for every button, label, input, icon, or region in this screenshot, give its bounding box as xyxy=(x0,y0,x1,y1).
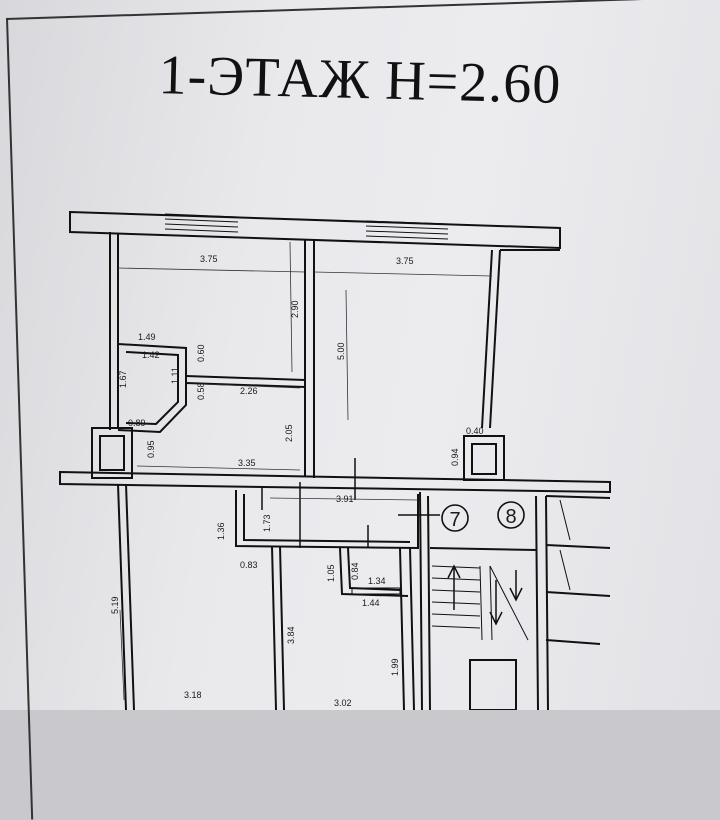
partition-top-middle xyxy=(304,240,315,478)
dim-label: 1.44 xyxy=(362,598,380,608)
dim-label: 3.84 xyxy=(286,626,296,644)
stair-lower-box xyxy=(469,659,517,710)
right-room-wall xyxy=(481,249,501,429)
dim-label: 1.42 xyxy=(142,350,160,360)
walls xyxy=(59,210,611,710)
window-right xyxy=(365,220,449,240)
dim-label: 3.91 xyxy=(336,494,354,504)
dim-label: 3.18 xyxy=(184,690,202,700)
marker-8-circle xyxy=(497,501,525,529)
dim-label: 3.35 xyxy=(238,458,256,468)
top-exterior-wall xyxy=(69,210,561,250)
lower-right-wall xyxy=(399,547,415,710)
dim-label: 0.58 xyxy=(196,382,206,400)
marker-8: 8 xyxy=(497,501,525,529)
lower-partition xyxy=(271,545,285,710)
dim-label: 1.05 xyxy=(326,564,336,582)
dim-label: 1.99 xyxy=(390,658,400,676)
dim-label: 0.89 xyxy=(128,418,146,428)
dim-label: 0.94 xyxy=(450,448,460,466)
dim-label: 5.00 xyxy=(336,342,346,360)
marker-7-circle xyxy=(441,504,469,532)
bathroom-walls xyxy=(117,343,187,434)
dimension-lines xyxy=(117,241,493,701)
dim-label: 1.67 xyxy=(118,370,128,388)
dim-label: 1.73 xyxy=(262,514,272,532)
corridor-door-marks xyxy=(261,458,440,548)
stair-arrow-up xyxy=(447,564,461,610)
lower-small-room xyxy=(339,547,409,597)
left-column-inner xyxy=(99,435,125,471)
dim-label: 3.75 xyxy=(200,254,218,264)
dim-label: 2.05 xyxy=(284,424,294,442)
dim-label: 3.02 xyxy=(334,698,352,708)
stair-steps xyxy=(431,565,493,641)
dim-label: 3.75 xyxy=(396,256,414,266)
window-left xyxy=(164,213,239,233)
dim-label: 1.36 xyxy=(216,522,226,540)
dim-label: 5.19 xyxy=(110,596,120,614)
stair-arrow-down-2 xyxy=(509,570,523,602)
marker-8-label: 8 xyxy=(505,506,516,528)
dim-label: 0.84 xyxy=(350,562,360,580)
stair-diagonal xyxy=(489,565,529,641)
right-wall-stubs xyxy=(545,495,611,645)
dim-label: 0.95 xyxy=(146,440,156,458)
marker-7-label: 7 xyxy=(449,509,460,531)
dim-label: 2.90 xyxy=(290,300,300,318)
right-column-inner xyxy=(471,443,497,475)
dim-label: 2.26 xyxy=(240,386,258,396)
bathroom-partition xyxy=(185,375,306,388)
small-window xyxy=(351,587,401,595)
floor-plan: 3.75 3.75 2.90 5.00 1.49 1.42 0.60 1.67 … xyxy=(59,210,611,710)
marker-7: 7 xyxy=(441,504,469,532)
dimension-labels: 3.75 3.75 2.90 5.00 1.49 1.42 0.60 1.67 … xyxy=(110,254,484,708)
stair-arrow-down-1 xyxy=(489,580,503,626)
dim-label: 0.60 xyxy=(196,344,206,362)
dim-label: 1.49 xyxy=(138,332,156,342)
corridor-wall xyxy=(59,470,611,494)
left-column xyxy=(91,427,133,479)
dim-label: 1.34 xyxy=(368,576,386,586)
lower-left-room xyxy=(117,483,135,710)
dim-label: 0.40 xyxy=(466,426,484,436)
corridor-box xyxy=(235,490,419,550)
dim-label: 1.11 xyxy=(170,367,180,384)
dim-label: 0.83 xyxy=(240,560,258,570)
stair-landing xyxy=(429,547,537,551)
stairwell-walls xyxy=(419,491,549,710)
right-wall-stubs-2 xyxy=(559,499,571,591)
